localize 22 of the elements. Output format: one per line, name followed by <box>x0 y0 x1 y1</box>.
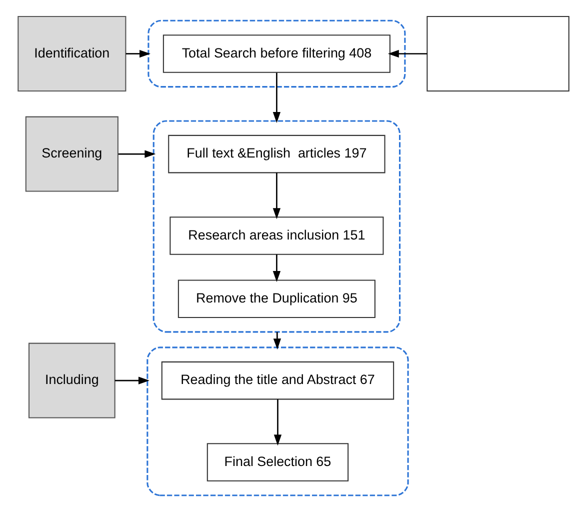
arrow <box>272 172 280 220</box>
node-box: Final Selection 65 <box>206 443 348 482</box>
arrow <box>272 254 280 282</box>
cluster <box>146 346 408 496</box>
cluster <box>147 20 406 88</box>
arrow <box>125 50 150 58</box>
arrow <box>272 332 281 350</box>
arrow <box>272 72 280 123</box>
node-box: Research areas inclusion 151 <box>169 216 384 255</box>
arrow <box>387 50 427 58</box>
cluster <box>152 120 400 333</box>
node-box <box>426 16 569 92</box>
node-box: Full text &English articles 197 <box>168 134 385 174</box>
arrow <box>118 150 156 158</box>
arrow <box>273 399 282 446</box>
node-box: Screening <box>24 116 118 192</box>
node-box: Reading the title and Abstract 67 <box>160 361 394 400</box>
node-box: Identification <box>17 16 126 92</box>
node-box: Total Search before filtering 408 <box>162 34 390 73</box>
arrow <box>114 376 149 384</box>
node-box: Including <box>28 342 115 418</box>
node-box: Remove the Duplication 95 <box>177 280 375 318</box>
